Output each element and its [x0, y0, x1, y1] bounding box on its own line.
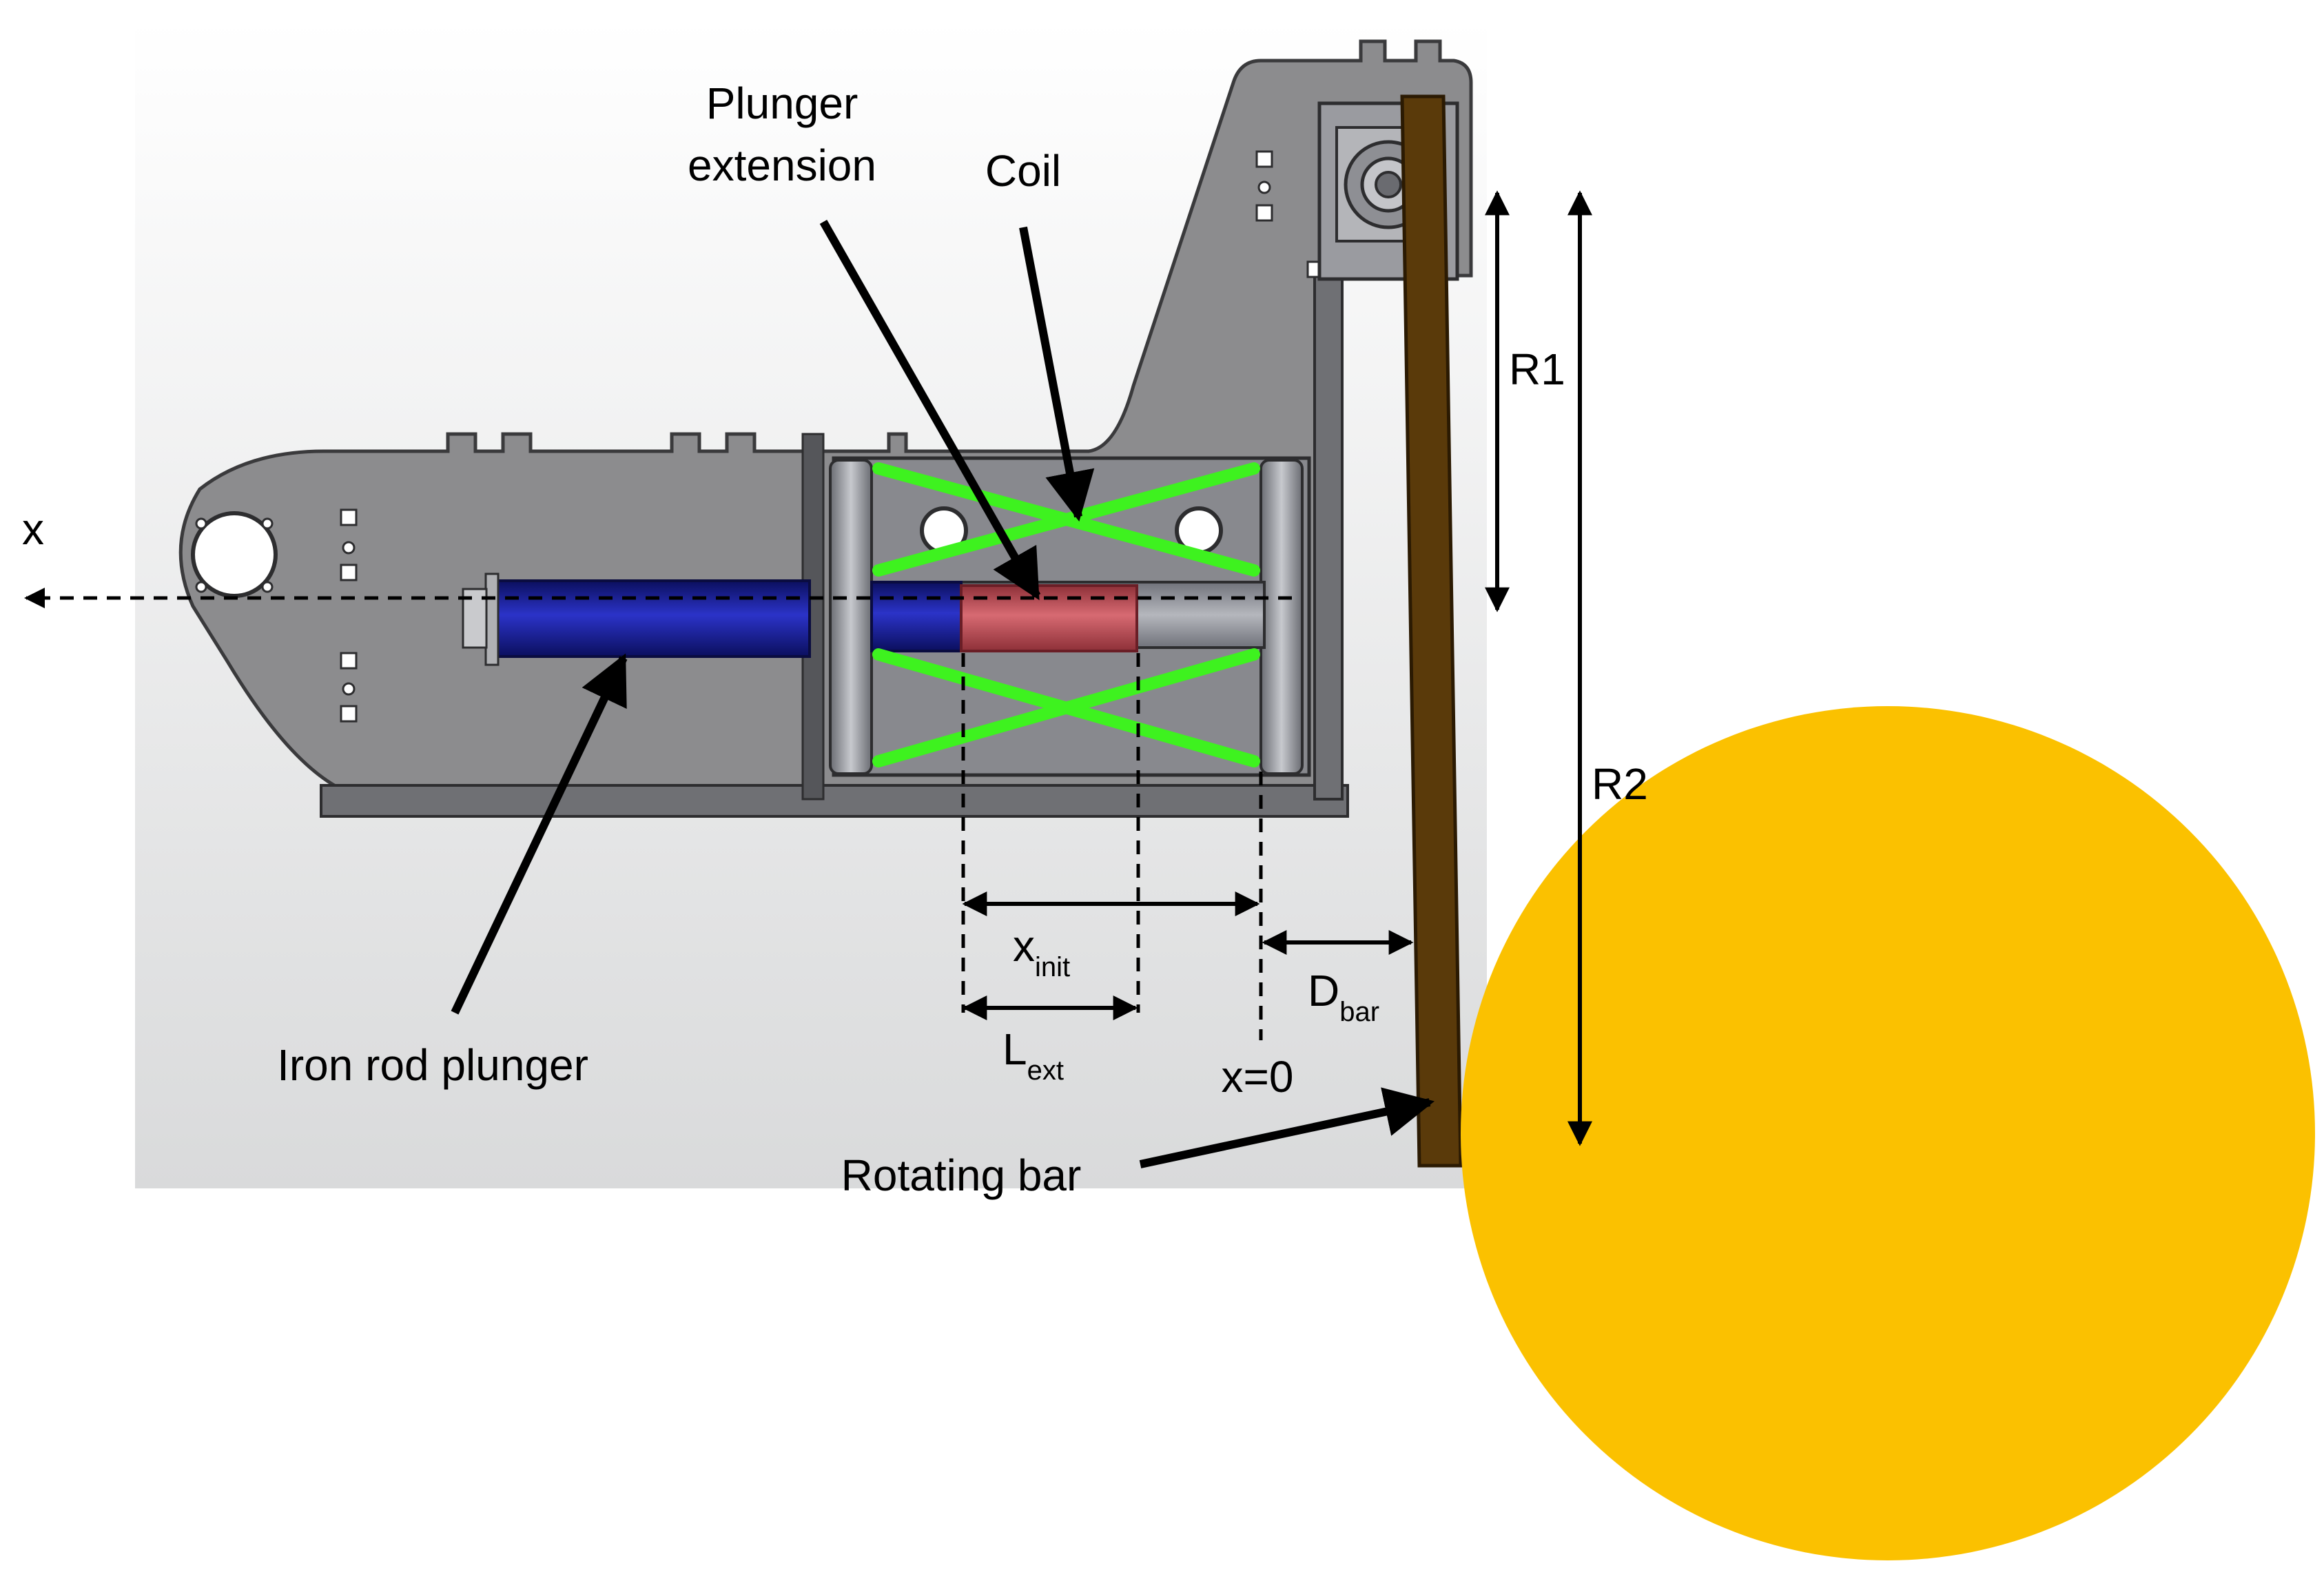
x-zero-label: x=0	[1222, 1052, 1294, 1102]
plunger-extension-label-line2: extension	[688, 141, 876, 190]
iron-rod-plunger-pointer	[451, 653, 628, 1015]
plunger-extension-label-line1: Plunger	[706, 79, 858, 128]
x-init-subscript: init	[1035, 952, 1070, 982]
l-ext-subscript: ext	[1027, 1055, 1064, 1086]
rotating-bar	[1400, 94, 1463, 1168]
coil-pointer	[1019, 226, 1095, 522]
x-init-main: x	[1013, 921, 1035, 971]
d-bar-main: D	[1308, 966, 1339, 1015]
iron-rod-plunger-label: Iron rod plunger	[277, 1040, 588, 1090]
rotating-bar-pointer	[1139, 1087, 1435, 1168]
d-bar-label: Dbar	[1308, 966, 1379, 1027]
r2-label: R2	[1592, 759, 1648, 809]
iron-rod-plunger	[462, 572, 963, 666]
plunger-extension	[960, 584, 1138, 652]
x-init-label: xinit	[1013, 921, 1070, 982]
d-bar-subscript: bar	[1339, 997, 1379, 1027]
dimension-guides	[961, 653, 1263, 1040]
x-axis-label: x	[22, 504, 44, 554]
l-ext-main: L	[1002, 1024, 1027, 1074]
l-ext-label: Lext	[1002, 1024, 1064, 1086]
target-disc	[1461, 706, 2315, 1560]
coil-label: Coil	[985, 146, 1061, 196]
rotating-bar-label: Rotating bar	[841, 1150, 1082, 1200]
r1-label: R1	[1509, 344, 1565, 394]
plunger-extension-pointer	[819, 220, 1041, 601]
